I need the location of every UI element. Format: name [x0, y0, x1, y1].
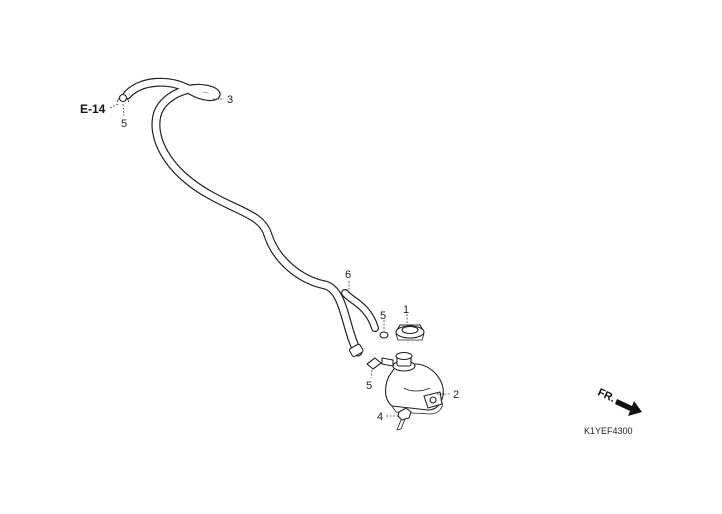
callout-part-2: 2	[453, 389, 459, 401]
callout-part-3: 3	[227, 94, 233, 106]
callout-part-7: 6	[345, 269, 351, 281]
leader-lines	[109, 98, 451, 417]
front-arrow-icon	[615, 399, 642, 416]
breather-tube	[341, 289, 379, 332]
reference-label: E-14	[80, 102, 106, 116]
hose-clip-top	[116, 93, 130, 103]
front-label: FR.	[596, 387, 617, 405]
callout-part-4: 4	[377, 411, 383, 423]
front-direction-indicator: FR.	[596, 387, 642, 416]
callout-part-1: 1	[403, 304, 409, 316]
callout-part-6: 5	[380, 310, 386, 322]
tank-cap	[395, 324, 425, 341]
callout-part-5-bottom: 5	[366, 380, 372, 392]
hose-clip-middle	[379, 331, 389, 339]
callout-part-5-top: 5	[121, 118, 127, 130]
mounting-bolt	[396, 407, 412, 431]
overflow-hose	[122, 77, 364, 358]
hose-clip-bottom	[366, 357, 382, 370]
reserve-tank	[381, 351, 444, 415]
diagram-code: K1YEF4300	[584, 426, 633, 436]
